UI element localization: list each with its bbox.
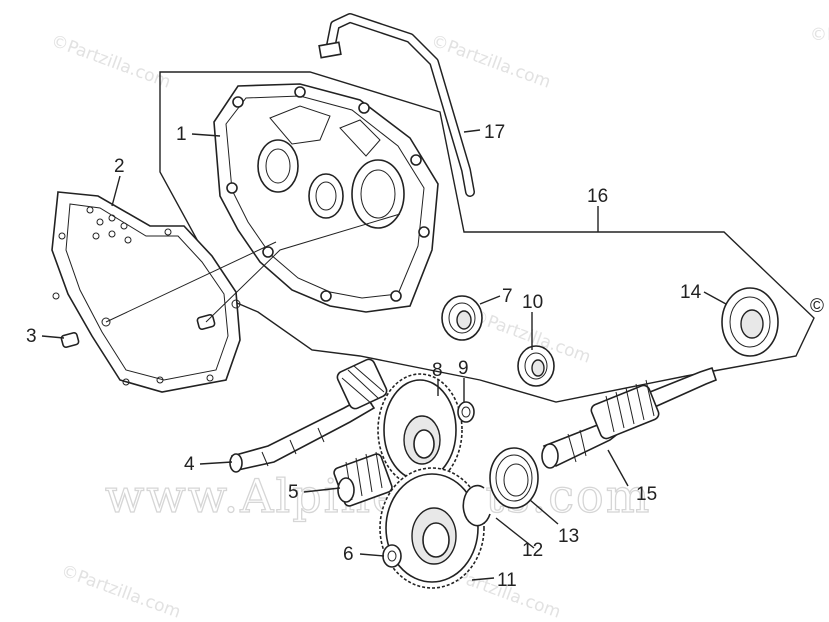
callout-1: 1 [176,124,187,145]
callout-13: 13 [558,526,579,547]
callout-3: 3 [26,326,37,347]
watermark-partzilla: ©Partzilla.com [810,25,829,45]
callout-17: 17 [484,122,505,143]
callout-2: 2 [114,156,125,177]
leader-lines [41,129,727,581]
bushing [382,544,402,568]
callout-12: 12 [522,540,543,561]
alignment-line [205,213,401,323]
watermark-partzilla: ©Partzilla.com [58,561,183,622]
washer [457,401,475,423]
gasket [51,191,241,393]
output-shaft [541,366,717,469]
callout-15: 15 [636,484,657,505]
callout-16: 16 [587,186,608,207]
copyright-symbol: © [810,296,824,317]
watermark-partzilla: ©Partzilla.com [48,31,173,93]
callout-5: 5 [288,482,299,503]
callout-9: 9 [458,358,469,379]
bearing-upper [441,295,483,341]
bearing-output [721,287,779,357]
final-gear [379,467,485,589]
breather-hose [318,13,475,197]
assembly-group-outline [159,71,815,403]
callout-labels: 1 2 3 4 5 6 7 8 9 10 11 12 13 14 15 16 1… [26,122,824,591]
callout-11: 11 [497,570,517,591]
oil-seal [489,447,539,509]
callout-4: 4 [184,454,195,475]
callout-7: 7 [502,286,513,307]
input-shaft [229,358,388,473]
alignment-line [105,241,277,323]
callout-10: 10 [522,292,543,313]
gearbox-case [213,83,439,313]
callout-8: 8 [432,360,443,381]
circlip [462,484,491,527]
callout-14: 14 [680,282,702,303]
watermark-partzilla: ©Partzilla.com [428,31,553,93]
callout-6: 6 [343,544,354,565]
intermediate-gear [377,373,463,487]
bearing-lower [517,345,555,387]
